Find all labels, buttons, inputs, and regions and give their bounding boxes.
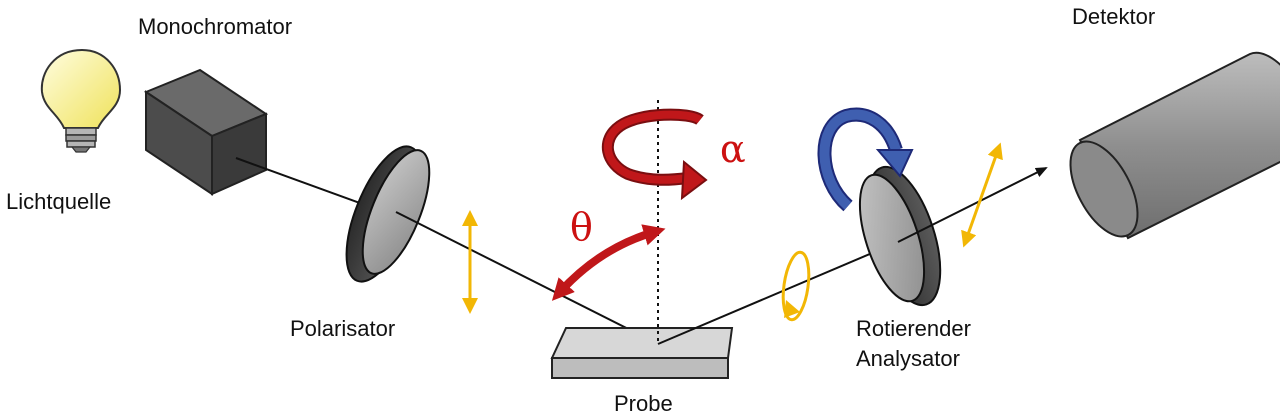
theta-angle-arrow (551, 224, 666, 301)
elliptical-polarization-icon (781, 250, 811, 322)
alpha-symbol: α (720, 127, 746, 171)
sample-plate (550, 327, 734, 379)
light-bulb-icon (40, 48, 122, 153)
polarizer-label: Polarisator (290, 316, 395, 341)
polarization-arrow-diagonal (961, 142, 1003, 248)
monochromator-box (143, 68, 269, 196)
theta-symbol: θ (570, 205, 593, 249)
alpha-rotation-arrow (601, 108, 708, 201)
cylinder-detector-icon (1069, 51, 1280, 240)
sample-label: Probe (614, 391, 673, 413)
analyzer-disk (858, 165, 942, 307)
monochromator-label: Monochromator (138, 14, 292, 39)
detector-label: Detektor (1072, 4, 1155, 29)
polarizer-disk (345, 145, 431, 283)
light-source-label: Lichtquelle (6, 189, 111, 214)
analyzer-label-line1: Rotierender (856, 316, 971, 341)
beam-segment-incident (395, 211, 660, 345)
analyzer-rotation-arrow (817, 107, 914, 212)
analyzer-label-line2: Analysator (856, 346, 960, 371)
beam-segment-reflected (657, 241, 899, 345)
